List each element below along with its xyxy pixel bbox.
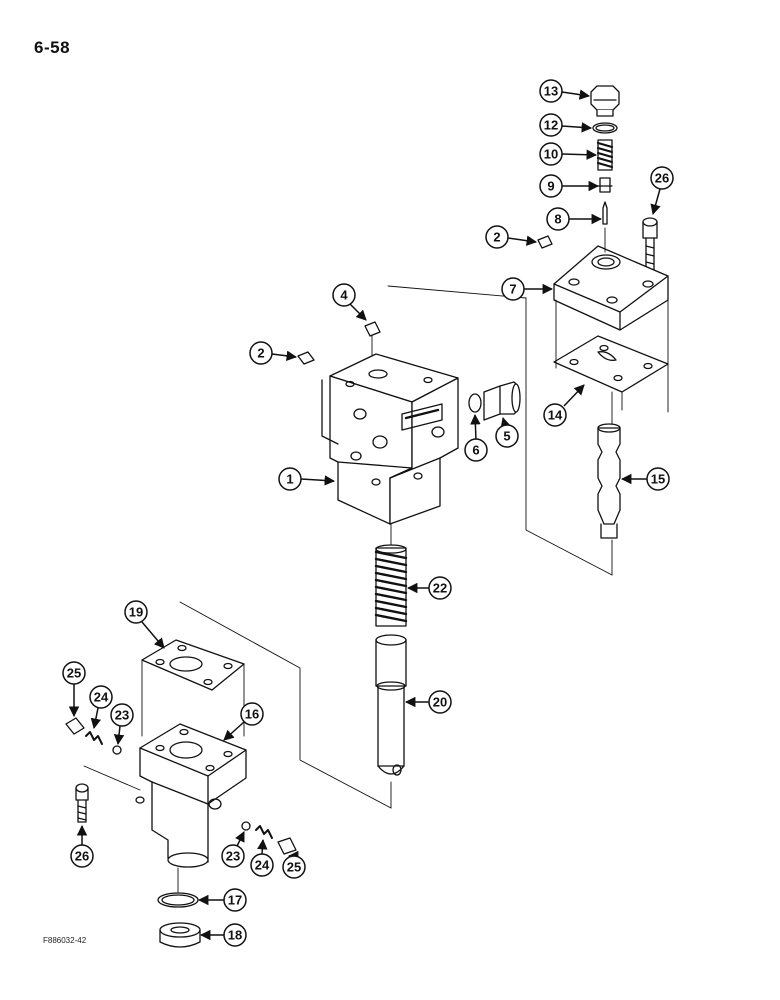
fitting-part	[364, 321, 381, 337]
callout-1: 1	[278, 467, 336, 491]
callout-6: 6	[464, 413, 488, 462]
fitting-part	[537, 235, 553, 249]
svg-text:4: 4	[340, 288, 348, 303]
callout-12: 12	[539, 113, 593, 137]
callout-15: 15	[620, 467, 670, 491]
o-ring-part	[592, 122, 618, 134]
svg-text:26: 26	[75, 849, 89, 864]
gasket-part	[141, 639, 245, 691]
svg-text:2: 2	[493, 230, 500, 245]
callout-14: 14	[543, 384, 585, 427]
callout-2-left: 2	[249, 341, 298, 365]
valve-block-part	[321, 353, 459, 525]
ball-part	[241, 821, 251, 831]
svg-text:6: 6	[472, 443, 479, 458]
bushing-part	[159, 922, 201, 948]
callout-25-lower: 25	[282, 850, 306, 879]
svg-text:26: 26	[655, 171, 669, 186]
svg-text:23: 23	[226, 849, 240, 864]
svg-text:15: 15	[651, 472, 665, 487]
svg-text:23: 23	[115, 708, 129, 723]
gasket-part	[553, 335, 669, 393]
svg-text:18: 18	[228, 928, 242, 943]
bolt-part	[642, 217, 658, 279]
callout-23-lower: 23	[221, 831, 245, 868]
o-ring-part	[468, 393, 482, 413]
callout-24-upper: 24	[89, 685, 113, 730]
spring-part	[374, 544, 408, 627]
cover-plate-part	[553, 245, 669, 331]
svg-text:20: 20	[433, 695, 447, 710]
callout-22: 22	[406, 576, 452, 600]
ball-part	[112, 745, 122, 755]
svg-text:13: 13	[544, 84, 558, 99]
callout-25-upper: 25	[62, 661, 86, 718]
plug-part	[590, 85, 620, 117]
piston-part	[375, 634, 407, 776]
svg-text:22: 22	[433, 581, 447, 596]
callout-26-upper: 26	[650, 166, 674, 216]
svg-text:10: 10	[544, 147, 558, 162]
spring-part	[255, 825, 273, 839]
callout-4: 4	[332, 283, 367, 321]
plug-part	[277, 837, 297, 855]
callout-24-lower: 24	[250, 838, 274, 877]
svg-text:2: 2	[257, 346, 264, 361]
svg-text:16: 16	[245, 707, 259, 722]
callout-5: 5	[495, 416, 519, 448]
figure-code: F886032-42	[43, 936, 87, 945]
spring-seat-part	[597, 177, 613, 193]
fitting-part	[483, 381, 521, 421]
svg-text:8: 8	[554, 212, 561, 227]
plug-part	[65, 717, 85, 735]
svg-text:24: 24	[255, 858, 270, 873]
svg-text:17: 17	[228, 893, 242, 908]
page-number: 6-58	[34, 38, 71, 57]
callout-13: 13	[539, 79, 591, 103]
callout-9: 9	[539, 174, 600, 198]
callout-26-lower: 26	[70, 824, 94, 868]
svg-text:19: 19	[129, 605, 143, 620]
callout-10: 10	[539, 142, 598, 166]
svg-text:12: 12	[544, 118, 558, 133]
callout-23-upper: 23	[110, 703, 134, 746]
svg-text:24: 24	[94, 690, 109, 705]
fitting-part	[297, 351, 315, 365]
svg-text:14: 14	[548, 408, 563, 423]
spring-part	[596, 139, 614, 171]
svg-text:9: 9	[547, 179, 554, 194]
svg-text:7: 7	[509, 282, 516, 297]
housing-part	[135, 723, 247, 868]
svg-text:25: 25	[67, 666, 81, 681]
callout-17: 17	[197, 888, 247, 912]
svg-text:25: 25	[287, 860, 301, 875]
spring-part	[85, 731, 103, 745]
bolt-part	[75, 783, 89, 823]
spool-part	[597, 423, 621, 539]
callout-16: 16	[223, 702, 264, 741]
callout-2-upper: 2	[485, 225, 538, 249]
callout-18: 18	[199, 923, 247, 947]
callout-8: 8	[546, 207, 603, 231]
callout-20: 20	[404, 690, 452, 714]
callout-19: 19	[124, 600, 165, 649]
svg-text:1: 1	[286, 472, 293, 487]
callout-7: 7	[501, 277, 554, 301]
svg-text:5: 5	[503, 429, 510, 444]
pin-part	[602, 201, 608, 225]
